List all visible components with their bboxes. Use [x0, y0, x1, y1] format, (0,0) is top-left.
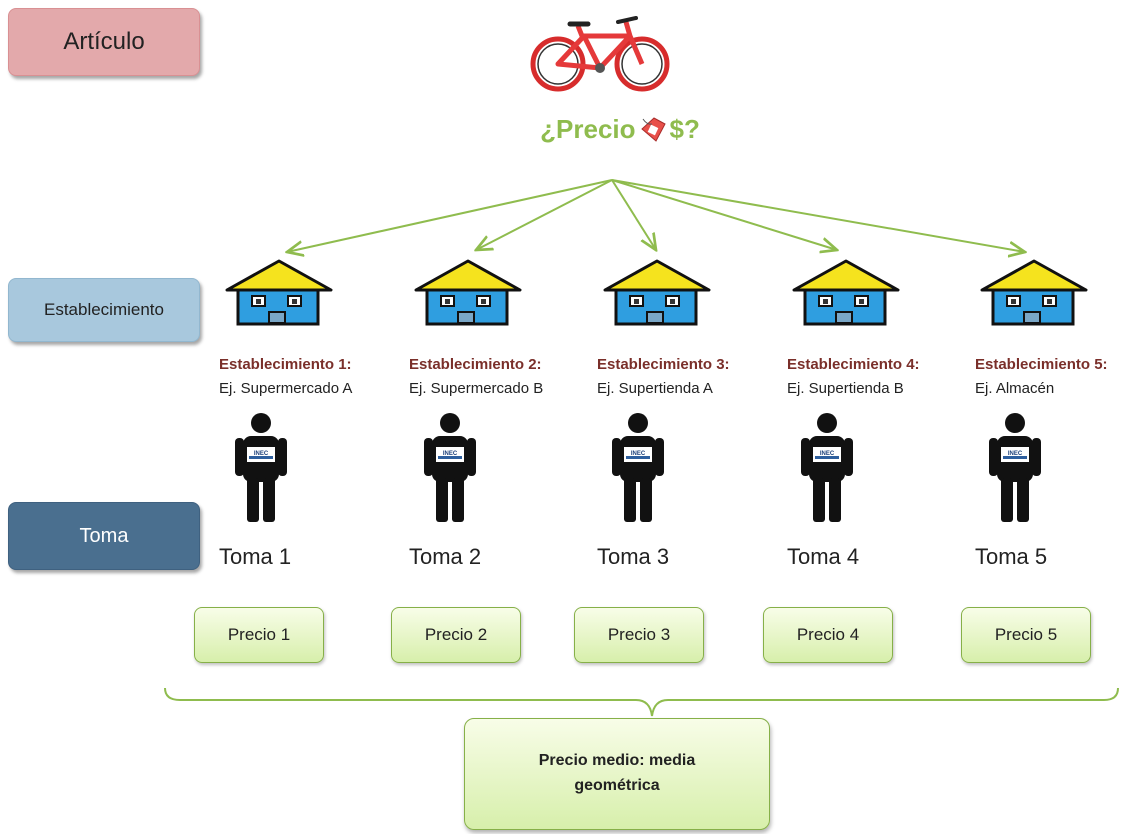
svg-text:INEC: INEC — [631, 451, 646, 457]
store-house-icon — [414, 259, 522, 326]
svg-text:INEC: INEC — [820, 451, 835, 457]
arrow-3 — [611, 179, 656, 250]
price-box-5: Precio 5 — [961, 607, 1091, 663]
establishment-2-title: Establecimiento 2: — [409, 356, 542, 373]
establishment-1-desc: Ej. Supermercado A — [219, 380, 353, 397]
price-box-2: Precio 2 — [391, 607, 521, 663]
label-establecimiento: Establecimiento — [8, 278, 200, 342]
establishment-3-desc: Ej. Supertienda A — [597, 380, 713, 397]
arrow-5 — [611, 179, 1025, 252]
establishment-2-desc: Ej. Supermercado B — [409, 380, 544, 397]
toma-3-label: Toma 3 — [597, 544, 670, 569]
label-toma: Toma — [8, 502, 200, 570]
brace — [164, 687, 1119, 717]
person-icon: INEC — [424, 413, 476, 522]
bicycle-icon — [530, 16, 670, 92]
price-tag-icon — [640, 116, 666, 142]
geometric-mean-box: Precio medio: media geométrica — [464, 718, 770, 830]
toma-1-label: Toma 1 — [219, 544, 292, 569]
store-house-icon — [792, 259, 900, 326]
person-icon: INEC — [612, 413, 664, 522]
price-box-3: Precio 3 — [574, 607, 704, 663]
price-box-4: Precio 4 — [763, 607, 893, 663]
svg-text:INEC: INEC — [1008, 451, 1023, 457]
establishment-1-title: Establecimiento 1: — [219, 356, 352, 373]
establishment-3-title: Establecimiento 3: — [597, 356, 730, 373]
store-house-icon — [225, 259, 333, 326]
toma-2-label: Toma 2 — [409, 544, 482, 569]
price-box-1: Precio 1 — [194, 607, 324, 663]
arrow-2 — [476, 179, 613, 250]
svg-text:INEC: INEC — [254, 451, 269, 457]
price-question: ¿Precio $? — [540, 114, 700, 144]
toma-5-label: Toma 5 — [975, 544, 1048, 569]
establishment-5-title: Establecimiento 5: — [975, 356, 1108, 373]
establishment-4-desc: Ej. Supertienda B — [787, 380, 904, 397]
store-house-icon — [603, 259, 711, 326]
person-icon: INEC — [235, 413, 287, 522]
person-icon: INEC — [989, 413, 1041, 522]
label-articulo: Artículo — [8, 8, 200, 76]
store-house-icon — [980, 259, 1088, 326]
establishment-4-title: Establecimiento 4: — [787, 356, 920, 373]
establishment-5-desc: Ej. Almacén — [975, 380, 1055, 397]
person-icon: INEC — [801, 413, 853, 522]
arrow-1 — [287, 179, 613, 252]
toma-4-label: Toma 4 — [787, 544, 860, 569]
arrow-4 — [611, 179, 837, 250]
svg-text:INEC: INEC — [443, 451, 458, 457]
